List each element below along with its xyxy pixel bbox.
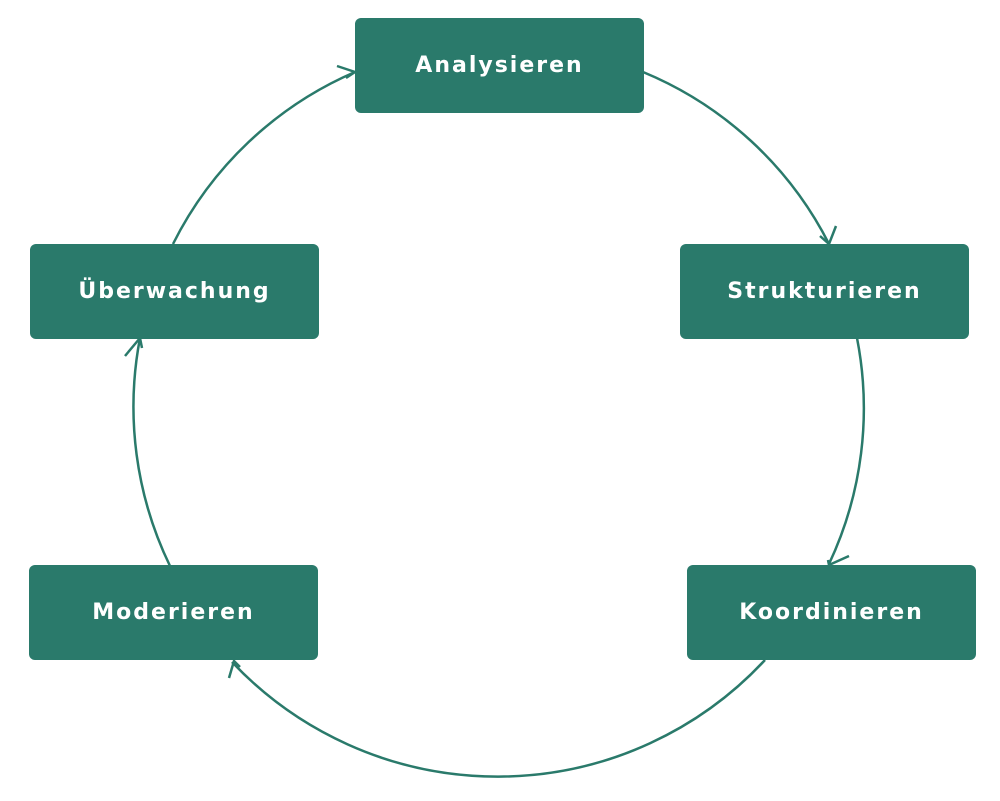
arc-strukturieren-to-koordinieren [827,337,866,565]
node-moderieren: Moderieren [29,565,318,660]
cycle-nodes: Analysieren Strukturieren Koordinieren M… [29,18,976,660]
node-strukturieren-box [680,244,969,339]
node-ueberwachung: Überwachung [30,244,319,339]
node-koordinieren: Koordinieren [687,565,976,660]
node-moderieren-label: Moderieren [92,600,254,625]
arc-moderieren-to-ueberwachung [132,337,172,567]
node-koordinieren-box [687,565,976,660]
node-analysieren-label: Analysieren [415,53,583,78]
cycle-arcs [132,70,866,778]
arc-ueberwachung-to-analysieren [171,70,356,245]
node-analysieren-box [355,18,644,113]
node-ueberwachung-label: Überwachung [78,278,270,304]
arc-koordinieren-to-moderieren [231,659,766,778]
node-strukturieren-label: Strukturieren [727,279,921,304]
node-analysieren: Analysieren [355,18,644,113]
node-koordinieren-label: Koordinieren [739,600,924,625]
node-moderieren-box [29,565,318,660]
node-ueberwachung-box [30,244,319,339]
arrowhead-into-moderieren [227,658,241,679]
node-strukturieren: Strukturieren [680,244,969,339]
arc-analysieren-to-strukturieren [642,70,831,245]
